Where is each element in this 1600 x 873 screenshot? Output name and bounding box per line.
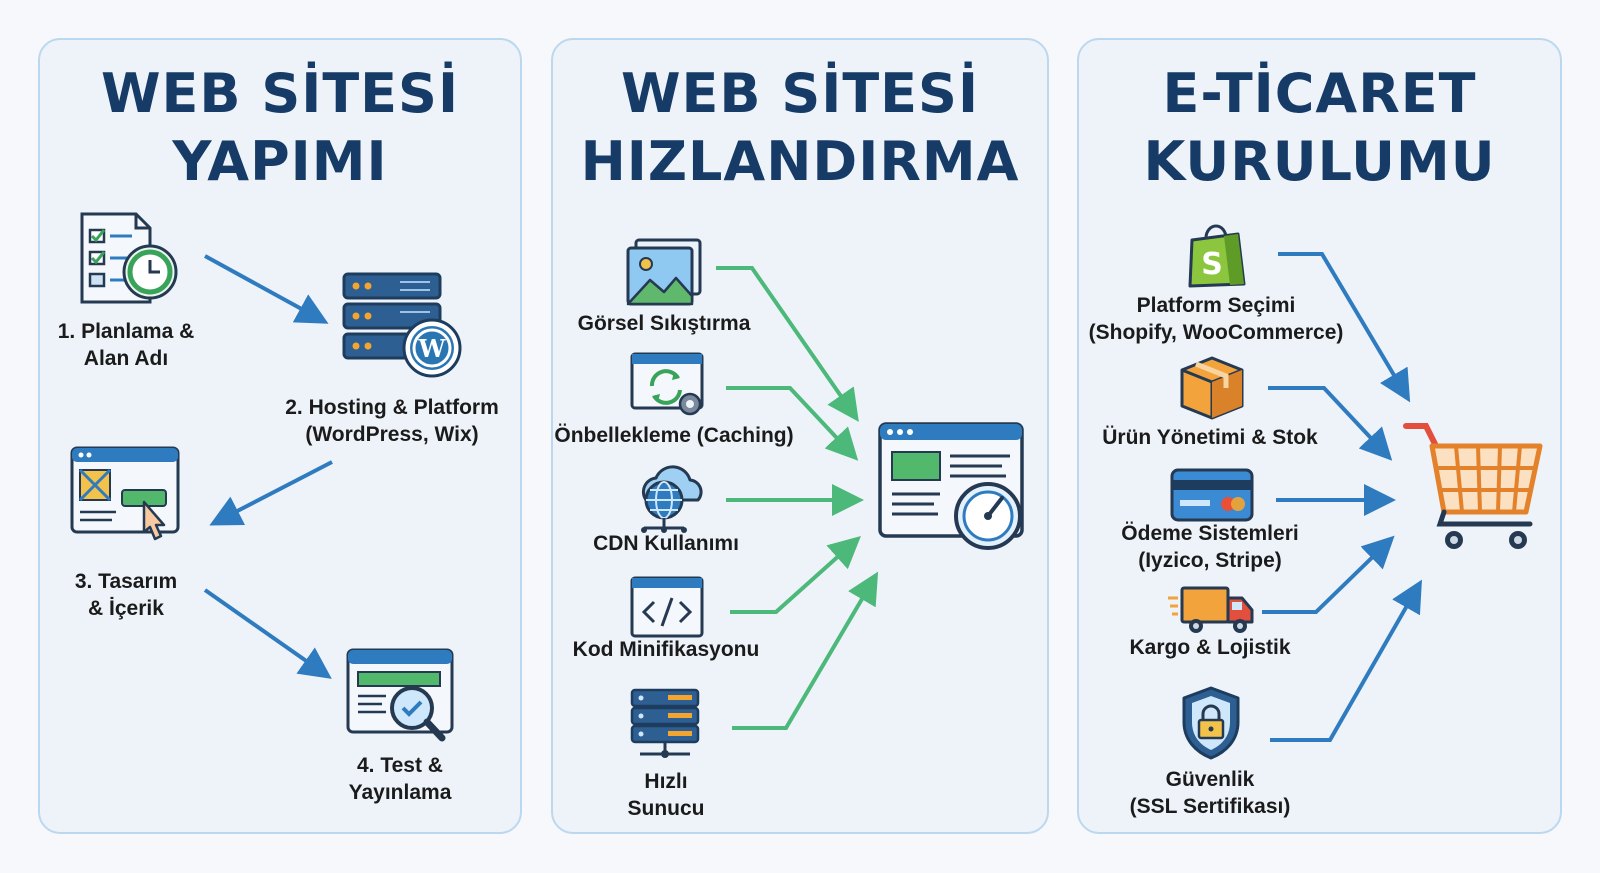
cdn-kullanimi-label: CDN Kullanımı bbox=[593, 530, 739, 557]
browser-magnifier-icon bbox=[346, 648, 454, 742]
browser-speedometer-icon bbox=[878, 422, 1024, 550]
label-line: 2. Hosting & Platform bbox=[285, 396, 499, 419]
arrow-platform-to-cart bbox=[1278, 252, 1411, 403]
svg-text:W: W bbox=[418, 334, 447, 363]
label-line: Sunucu bbox=[627, 797, 705, 820]
label-line: Ürün Yönetimi & Stok bbox=[1102, 426, 1318, 449]
step-4-label: 4. Test & Yayınlama bbox=[349, 752, 452, 806]
label-line: Platform Seçimi bbox=[1136, 294, 1296, 317]
credit-card-icon bbox=[1170, 468, 1254, 522]
step-1-label: 1. Planlama & Alan Adı bbox=[58, 318, 195, 372]
label-line: (Iyzico, Stripe) bbox=[1138, 549, 1282, 572]
panel-title-line-2: HIZLANDIRMA bbox=[580, 130, 1020, 193]
arrow-onbellek-to-site bbox=[726, 386, 859, 461]
arrow-kod-to-site bbox=[730, 535, 861, 614]
label-line: Kod Minifikasyonu bbox=[572, 638, 760, 661]
arrow-step1-to-step2 bbox=[204, 254, 329, 324]
label-line: Kargo & Lojistik bbox=[1129, 636, 1291, 659]
label-line: 3. Tasarım bbox=[74, 570, 178, 593]
label-line: 4. Test & bbox=[357, 754, 443, 777]
label-line: Yayınlama bbox=[348, 781, 452, 804]
delivery-truck-icon bbox=[1168, 586, 1254, 633]
label-line: Önbellekleme (Caching) bbox=[554, 424, 794, 447]
panel-e-ticaret-kurulumu: E-TİCARET KURULUMU bbox=[1077, 38, 1562, 834]
hizli-sunucu-label: Hızlı Sunucu bbox=[628, 768, 705, 822]
urun-yonetimi-label: Ürün Yönetimi & Stok bbox=[1102, 424, 1317, 451]
panel-title-line-1: WEB SİTESİ bbox=[620, 62, 980, 125]
design-pointer-icon bbox=[70, 446, 180, 541]
code-window-icon bbox=[630, 576, 704, 638]
label-line: (SSL Sertifikası) bbox=[1129, 795, 1291, 818]
gorsel-sikistirma-label: Görsel Sıkıştırma bbox=[578, 310, 751, 337]
label-line: Görsel Sıkıştırma bbox=[577, 312, 751, 335]
shopify-bag-icon: S bbox=[1188, 224, 1246, 288]
label-line: (WordPress, Wix) bbox=[305, 423, 479, 446]
odeme-sistemleri-label: Ödeme Sistemleri (Iyzico, Stripe) bbox=[1121, 520, 1298, 574]
kod-minifikasyonu-label: Kod Minifikasyonu bbox=[573, 636, 760, 663]
label-line: Hızlı bbox=[644, 770, 688, 793]
cloud-globe-icon bbox=[641, 465, 703, 533]
step-3-label: 3. Tasarım & İçerik bbox=[75, 568, 177, 622]
checklist-clock-icon bbox=[80, 212, 178, 304]
label-line: Ödeme Sistemleri bbox=[1121, 522, 1299, 545]
panel-title: WEB SİTESİ YAPIMI bbox=[40, 60, 520, 196]
server-wordpress-icon: W bbox=[342, 272, 462, 378]
panel-title: E-TİCARET KURULUMU bbox=[1079, 60, 1560, 196]
cache-refresh-icon bbox=[630, 352, 704, 416]
image-stack-icon bbox=[626, 238, 702, 306]
arrow-sunucu-to-site bbox=[732, 571, 879, 730]
arrow-gorsel-to-site bbox=[716, 266, 859, 422]
kargo-lojistik-label: Kargo & Lojistik bbox=[1129, 634, 1290, 661]
platform-secimi-label: Platform Seçimi (Shopify, WooCommerce) bbox=[1089, 292, 1344, 346]
onbellekleme-label: Önbellekleme (Caching) bbox=[554, 422, 793, 449]
arrow-kargo-to-cart bbox=[1262, 535, 1395, 614]
panel-title-line-2: YAPIMI bbox=[172, 130, 388, 193]
shopping-cart-icon bbox=[1403, 423, 1543, 549]
security-shield-icon bbox=[1182, 686, 1240, 760]
label-line: Güvenlik bbox=[1165, 768, 1255, 791]
arrow-urun-to-cart bbox=[1268, 386, 1393, 461]
guvenlik-label: Güvenlik (SSL Sertifikası) bbox=[1130, 766, 1291, 820]
server-rack-icon bbox=[630, 688, 700, 758]
panel-web-sitesi-yapimi: WEB SİTESİ YAPIMI bbox=[38, 38, 522, 834]
label-line: Alan Adı bbox=[83, 347, 169, 370]
arrow-step2-to-step3 bbox=[209, 460, 333, 526]
step-2-label: 2. Hosting & Platform (WordPress, Wix) bbox=[285, 394, 499, 448]
label-line: (Shopify, WooCommerce) bbox=[1088, 321, 1344, 344]
label-line: 1. Planlama & bbox=[57, 320, 195, 343]
label-line: CDN Kullanımı bbox=[593, 532, 739, 555]
package-box-icon bbox=[1180, 356, 1244, 420]
panel-title-line-1: WEB SİTESİ bbox=[100, 62, 460, 125]
arrow-step3-to-step4 bbox=[203, 588, 332, 679]
svg-text:S: S bbox=[1201, 247, 1223, 282]
panel-title-line-1: E-TİCARET bbox=[1162, 62, 1477, 125]
arrow-guvenlik-to-cart bbox=[1270, 579, 1422, 742]
panel-title-line-2: KURULUMU bbox=[1143, 130, 1496, 193]
panel-title: WEB SİTESİ HIZLANDIRMA bbox=[553, 60, 1047, 196]
label-line: & İçerik bbox=[88, 597, 164, 620]
